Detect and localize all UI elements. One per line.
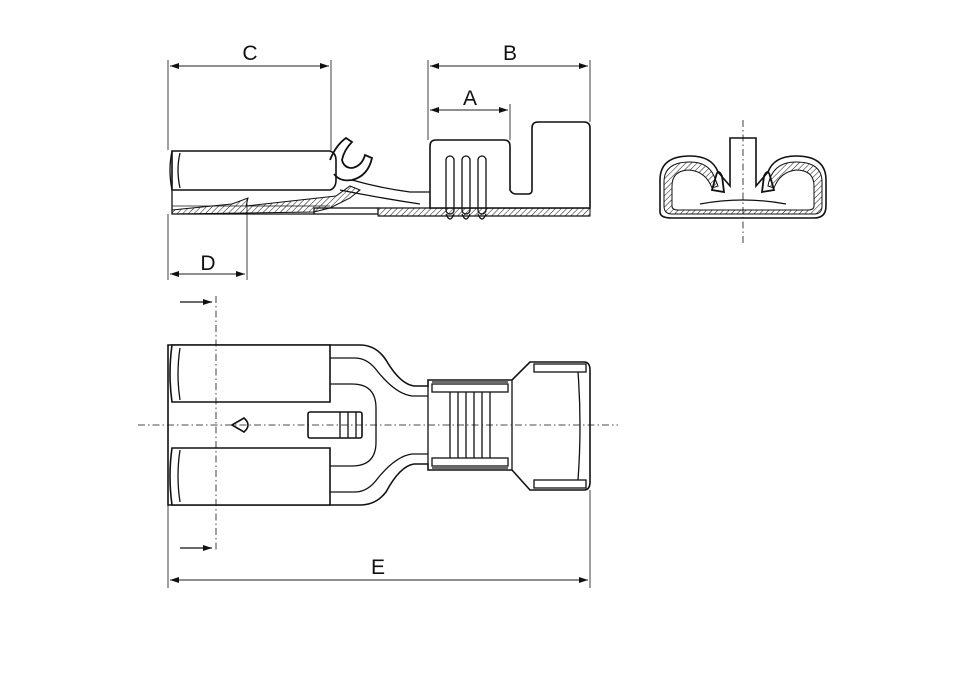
label-b: B <box>503 42 517 65</box>
top-view <box>138 296 618 552</box>
dimension-e: E <box>167 490 591 588</box>
label-e: E <box>371 556 385 579</box>
label-c: C <box>242 42 257 65</box>
dimension-b: B <box>427 42 591 140</box>
label-d: D <box>200 252 215 275</box>
dimension-c: C <box>167 42 332 150</box>
side-view <box>169 121 591 220</box>
dimension-a: A <box>430 87 511 140</box>
label-a: A <box>463 87 477 110</box>
dimension-d: D <box>167 198 248 280</box>
section-view <box>659 120 827 246</box>
